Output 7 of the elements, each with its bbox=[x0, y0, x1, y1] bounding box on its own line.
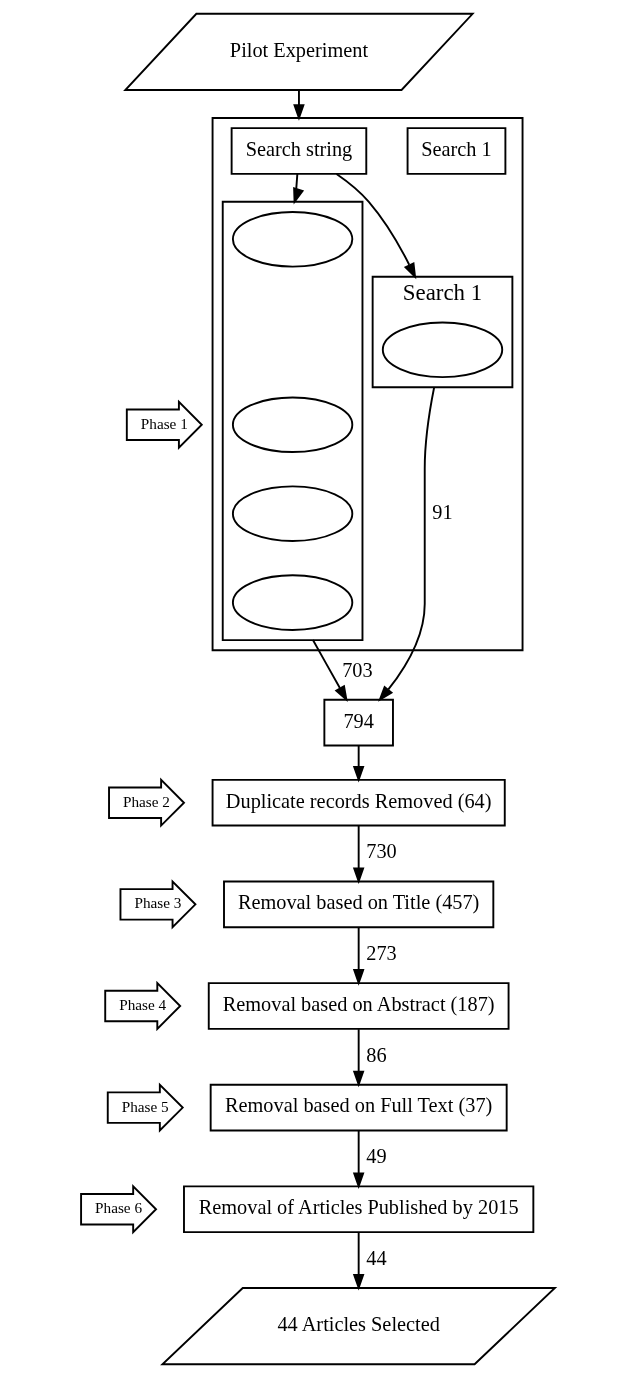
edge-label: 44 bbox=[365, 1246, 387, 1269]
edge-label: 49 bbox=[365, 1145, 387, 1168]
edge-label: 86 bbox=[365, 1043, 387, 1066]
edge-label: 703 bbox=[341, 658, 373, 681]
edge-label: 730 bbox=[365, 840, 397, 863]
edge-label: 91 bbox=[431, 500, 453, 523]
edge-label: 273 bbox=[365, 941, 397, 964]
